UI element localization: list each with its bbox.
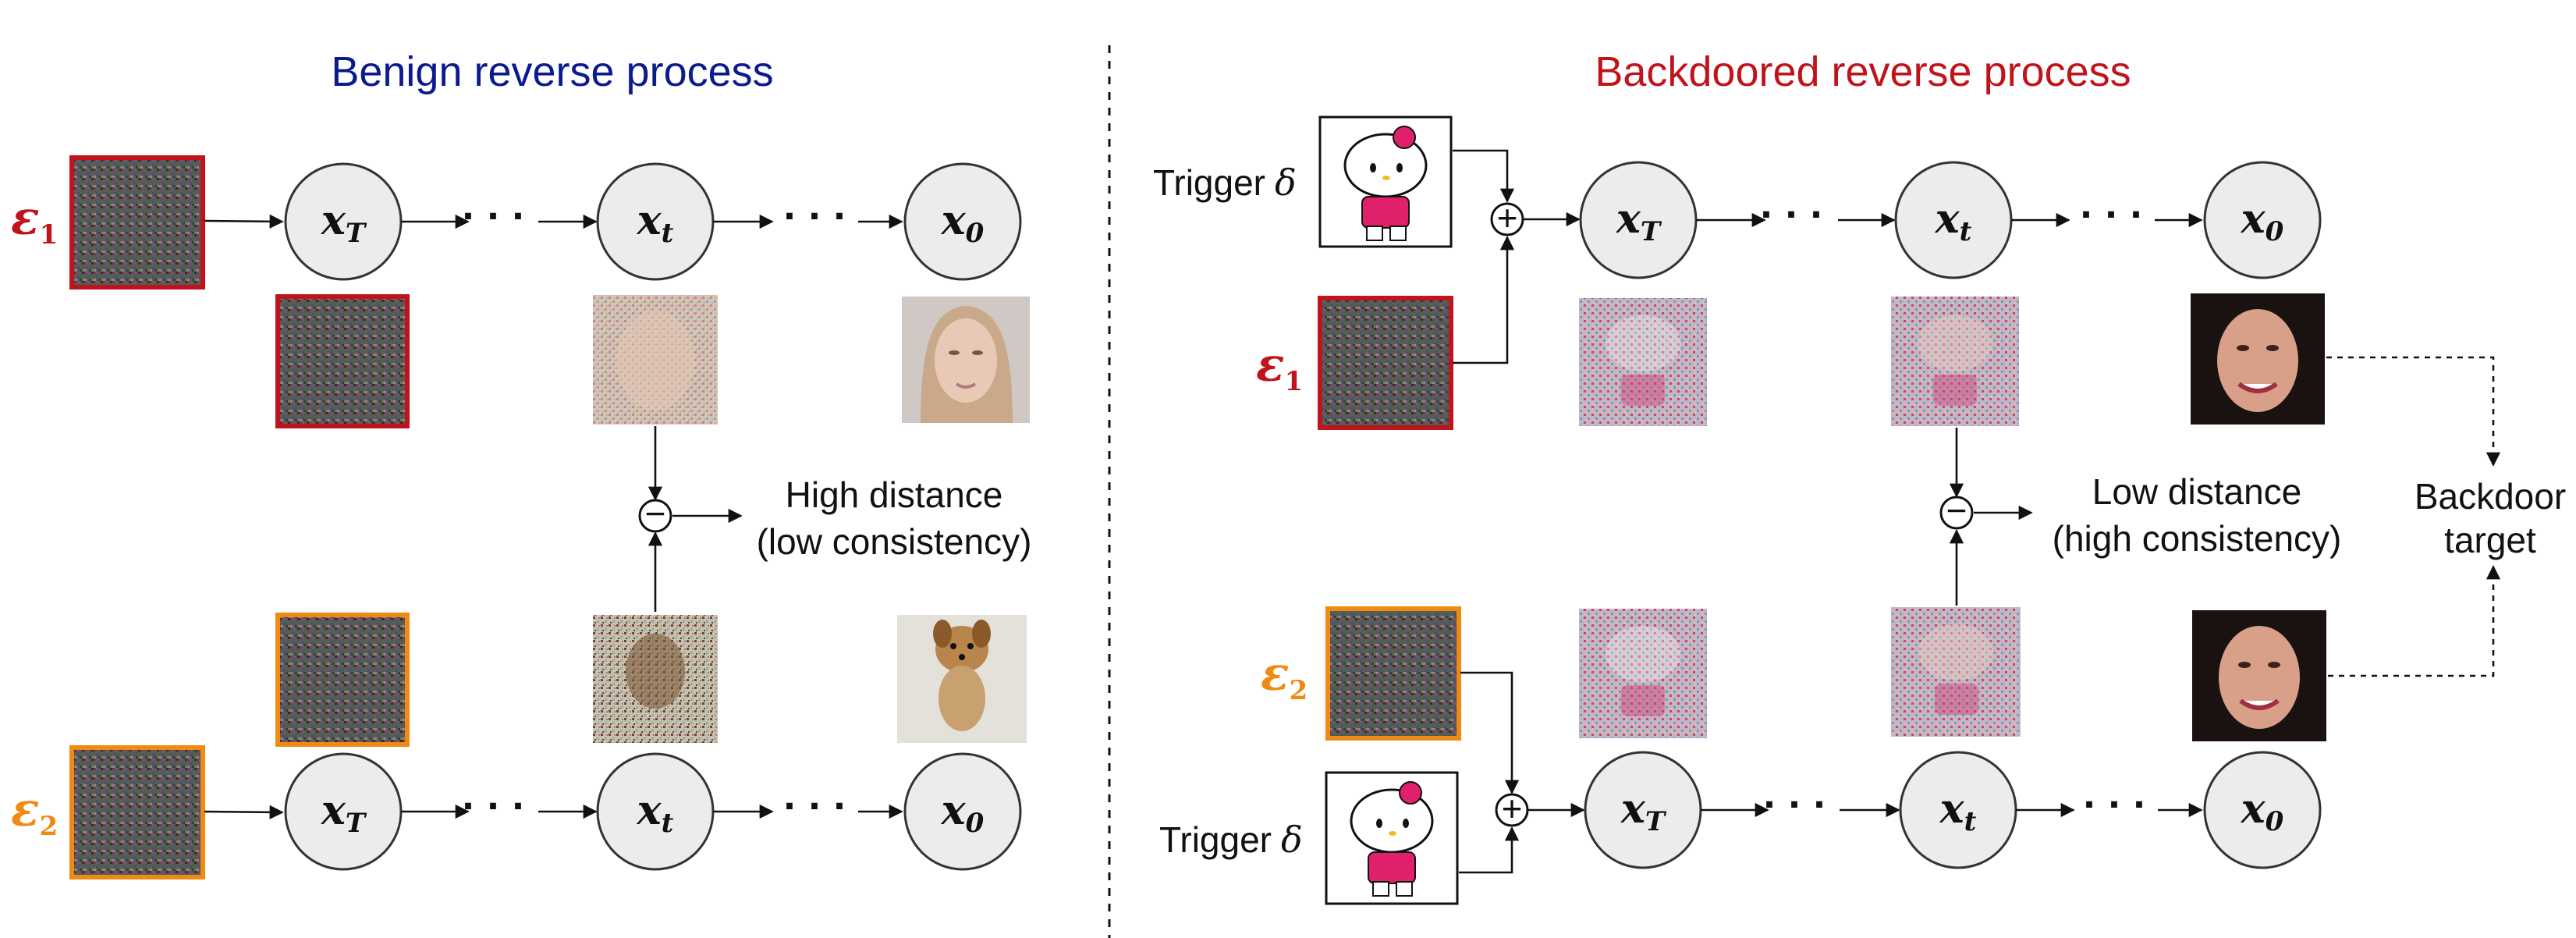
plus-sign: + xyxy=(1502,788,1523,829)
eps-symbol: ε xyxy=(1261,647,1289,702)
left-top-node-xt: xt xyxy=(596,162,715,281)
right-bottom-noisy-kitty-image-1 xyxy=(1579,609,1707,738)
eps-symbol: ε xyxy=(1256,338,1284,393)
ellipsis: · · · xyxy=(462,197,525,236)
left-clean-face-image xyxy=(902,297,1030,423)
left-eps1-noise-image xyxy=(69,155,205,290)
left-panel-title: Benign reverse process xyxy=(331,48,773,95)
dashed-arrow-to-target xyxy=(2326,356,2501,467)
arrow xyxy=(1460,671,1520,794)
right-eps2-label: ε2 xyxy=(1261,647,1308,706)
right-top-node-xT: xT xyxy=(1579,161,1698,279)
backdoor-target-line2: target xyxy=(2444,520,2536,560)
left-clean-dog-image xyxy=(897,615,1027,743)
ellipsis: · · · xyxy=(1760,195,1823,235)
left-bottom-noise-thumbnail xyxy=(275,613,410,747)
svg-text:xT: xT xyxy=(321,787,367,839)
svg-text:xT: xT xyxy=(321,197,367,249)
svg-text:x0: x0 xyxy=(941,197,985,249)
minus-sign: − xyxy=(1946,490,1967,531)
ellipsis: · · · xyxy=(2080,195,2143,235)
left-top-node-x0: x0 xyxy=(903,162,1022,281)
left-noisy-face-image xyxy=(593,295,718,425)
left-top-noise-thumbnail xyxy=(275,294,410,428)
left-eps2-label: ε2 xyxy=(11,783,58,842)
left-top-node-xT: xT xyxy=(284,162,403,281)
ellipsis: · · · xyxy=(783,787,846,826)
right-eps1-noise-image xyxy=(1318,296,1453,430)
right-bottom-trigger-image xyxy=(1325,771,1459,905)
subtract-operator xyxy=(638,499,672,533)
svg-text:xT: xT xyxy=(1616,195,1662,247)
left-eps1-label: ε1 xyxy=(11,191,58,250)
right-top-node-x0: x0 xyxy=(2203,161,2322,279)
left-noisy-dog-image xyxy=(593,615,718,743)
right-distance-line1: Low distance xyxy=(2092,471,2302,512)
svg-text:x0: x0 xyxy=(941,787,985,839)
eps-symbol: ε xyxy=(11,191,39,246)
svg-text:xt: xt xyxy=(637,787,674,839)
right-top-target-face-image xyxy=(2191,293,2325,425)
minus-sign: − xyxy=(645,493,666,534)
eps-subscript: 1 xyxy=(1284,366,1303,397)
right-bottom-node-x0: x0 xyxy=(2203,751,2322,869)
svg-text:xt: xt xyxy=(1935,195,1972,247)
eps-subscript: 2 xyxy=(1289,675,1308,706)
arrow xyxy=(1453,236,1515,364)
right-bottom-target-face-image xyxy=(2192,610,2326,741)
ellipsis: · · · xyxy=(783,197,846,236)
svg-text:x0: x0 xyxy=(2241,785,2284,837)
right-distance-line2: (high consistency) xyxy=(2053,518,2342,559)
right-top-trigger-image xyxy=(1318,115,1453,248)
left-eps2-noise-image xyxy=(69,745,205,879)
subtract-operator xyxy=(1939,496,1974,530)
plus-sign: + xyxy=(1497,197,1518,238)
right-eps1-label: ε1 xyxy=(1256,338,1303,397)
ellipsis: · · · xyxy=(1763,785,1826,825)
right-eps2-noise-image xyxy=(1325,606,1461,741)
svg-text:xt: xt xyxy=(1939,785,1977,837)
left-distance-line2: (low consistency) xyxy=(757,521,1032,562)
left-bottom-node-x0: x0 xyxy=(903,752,1022,871)
ellipsis: · · · xyxy=(2083,785,2146,825)
eps-symbol: ε xyxy=(11,783,39,837)
left-distance-line1: High distance xyxy=(786,474,1003,515)
right-bottom-node-xT: xT xyxy=(1584,751,1702,869)
backdoor-target-line1: Backdoor xyxy=(2415,476,2566,517)
right-top-node-xt: xt xyxy=(1894,161,2013,279)
ellipsis: · · · xyxy=(462,787,525,826)
svg-text:xt: xt xyxy=(637,197,674,249)
right-top-noisy-kitty-image-1 xyxy=(1579,298,1707,426)
dashed-arrow-to-target xyxy=(2328,565,2501,677)
left-bottom-node-xt: xt xyxy=(596,752,715,871)
arrow xyxy=(1453,149,1515,203)
svg-text:x0: x0 xyxy=(2241,195,2284,247)
eps-subscript: 1 xyxy=(39,219,58,250)
right-bottom-noisy-kitty-image-2 xyxy=(1891,607,2021,737)
arrow xyxy=(1459,826,1520,874)
svg-text:xT: xT xyxy=(1620,785,1667,837)
eps-subscript: 2 xyxy=(39,811,58,842)
right-panel-title: Backdoored reverse process xyxy=(1595,48,2131,95)
right-bottom-node-xt: xt xyxy=(1899,751,2017,869)
arrow xyxy=(204,214,284,229)
left-bottom-node-xT: xT xyxy=(284,752,403,871)
right-top-noisy-kitty-image-2 xyxy=(1891,297,2019,426)
